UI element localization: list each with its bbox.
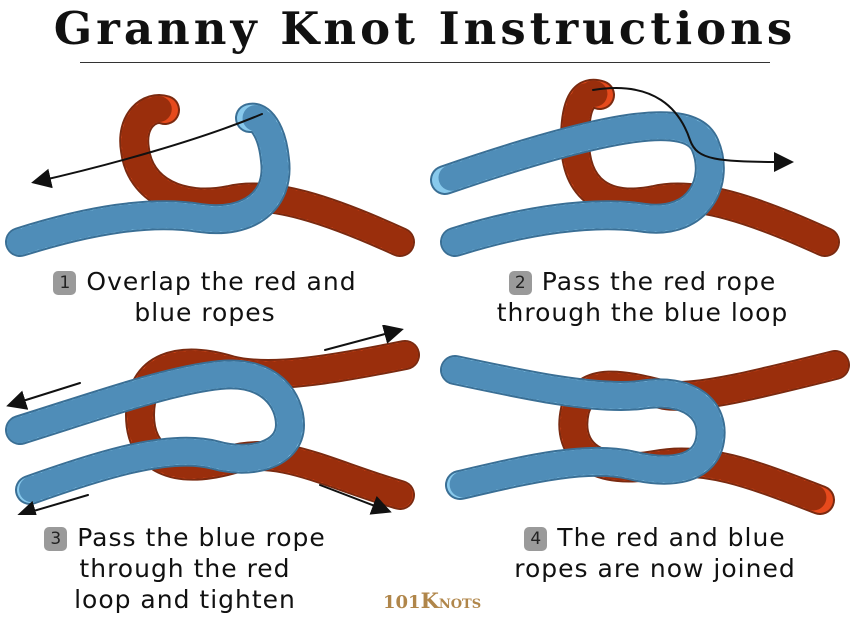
step-3-caption: 3 Pass the blue rope through the red loop… [5,522,365,615]
title-divider [80,62,770,63]
logo-digits: 101 [383,592,421,613]
step-1-badge: 1 [53,271,77,295]
step-2-illustration [425,70,850,260]
step-4-badge: 4 [524,527,548,551]
step-3-line-2: through the red [79,554,291,583]
step-3-line-1: Pass the blue rope [77,523,326,552]
step-2-badge: 2 [508,271,532,295]
step-3-badge: 3 [44,527,68,551]
step-1-line-1: Overlap the red and [86,267,357,296]
logo-k: K [420,588,439,613]
step-1-caption: 1 Overlap the red and blue ropes [5,266,405,328]
logo-nots: NOTS [438,597,482,612]
step-2-line-1: Pass the red rope [541,267,777,296]
step-4-caption: 4 The red and blue ropes are now joined [470,522,840,584]
step-3-illustration [0,325,425,515]
page-title: Granny Knot Instructions [53,2,797,55]
step-1-illustration [0,70,425,260]
step-4-illustration [425,325,850,515]
step-2-caption: 2 Pass the red rope through the blue loop [440,266,845,328]
step-3-line-3: loop and tighten [74,585,296,614]
step-4-line-2: ropes are now joined [514,554,796,583]
step-2-line-2: through the blue loop [496,298,789,327]
step-4-line-1: The red and blue [557,523,786,552]
101knots-logo: 101KNOTS [383,588,481,613]
step-1-line-2: blue ropes [134,298,276,327]
